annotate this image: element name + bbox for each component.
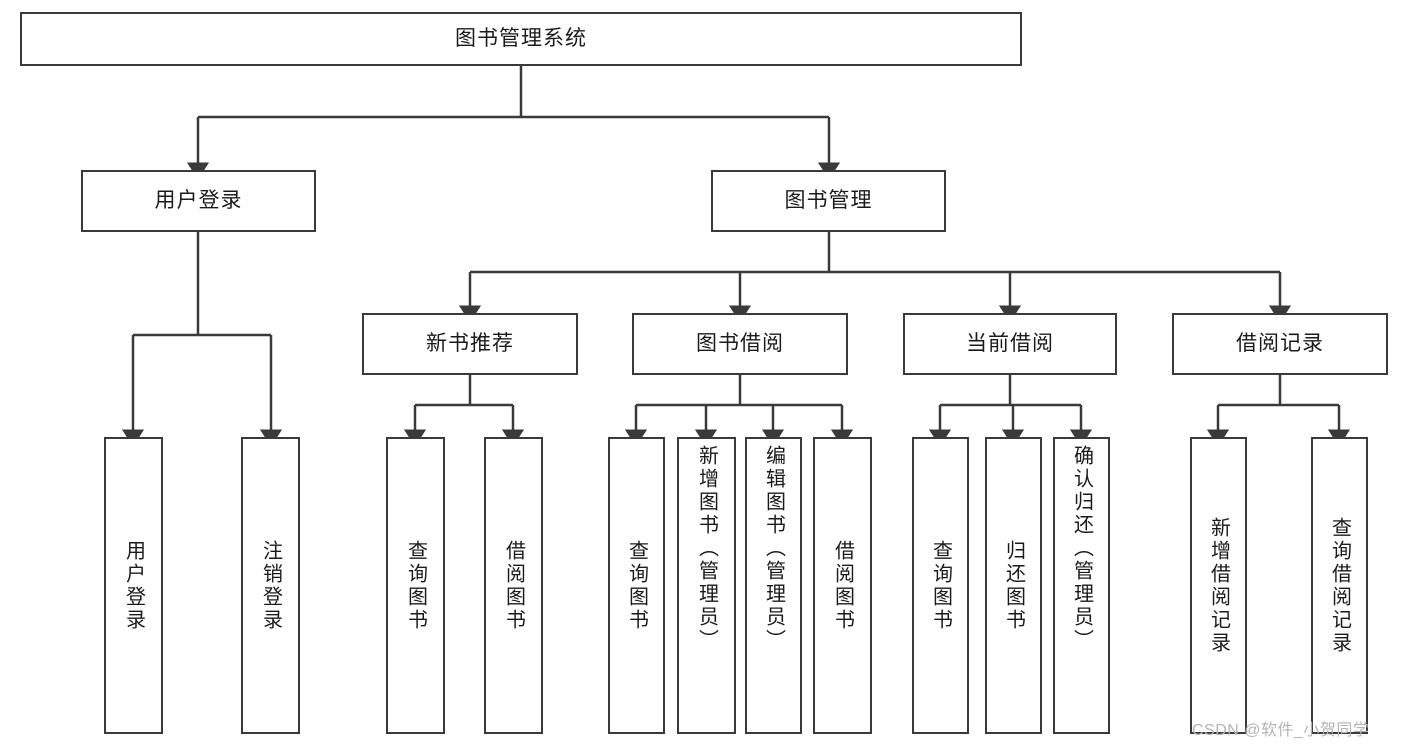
node-leaf-query-book-3[interactable]: 查询图书 bbox=[912, 437, 969, 734]
node-label: 图书借阅 bbox=[696, 331, 784, 355]
node-leaf-user-logout[interactable]: 注销登录 bbox=[241, 437, 300, 734]
node-book-manage[interactable]: 图书管理 bbox=[711, 170, 946, 232]
node-label: 当前借阅 bbox=[966, 331, 1054, 355]
node-label: 查询借阅记录 bbox=[1328, 516, 1351, 655]
node-leaf-borrow-book-2[interactable]: 借阅图书 bbox=[813, 437, 872, 734]
node-leaf-borrow-book-1[interactable]: 借阅图书 bbox=[484, 437, 543, 734]
node-label: 查询图书 bbox=[404, 539, 427, 632]
connector-lines bbox=[121, 66, 1351, 447]
node-leaf-query-book-1[interactable]: 查询图书 bbox=[386, 437, 445, 734]
node-leaf-add-borrow-record[interactable]: 新增借阅记录 bbox=[1190, 437, 1247, 734]
node-label: 确认归还（管理员） bbox=[1070, 445, 1093, 652]
node-root[interactable]: 图书管理系统 bbox=[20, 12, 1022, 66]
node-label: 借阅图书 bbox=[831, 539, 854, 632]
node-leaf-return-book[interactable]: 归还图书 bbox=[985, 437, 1042, 734]
node-label: 图书管理 bbox=[784, 188, 873, 212]
node-leaf-query-borrow-record[interactable]: 查询借阅记录 bbox=[1311, 437, 1368, 734]
node-label: 图书管理系统 bbox=[455, 26, 587, 50]
node-label: 用户登录 bbox=[122, 539, 145, 632]
csdn-watermark: CSDN @软件_小贺同学 bbox=[1192, 722, 1370, 739]
node-leaf-add-book[interactable]: 新增图书（管理员） bbox=[677, 437, 736, 734]
node-label: 用户登录 bbox=[154, 188, 243, 212]
node-borrow-record[interactable]: 借阅记录 bbox=[1172, 313, 1388, 375]
node-label: 新增借阅记录 bbox=[1207, 516, 1230, 655]
node-new-book-recommend[interactable]: 新书推荐 bbox=[362, 313, 578, 375]
node-label: 查询图书 bbox=[625, 539, 648, 632]
node-leaf-edit-book[interactable]: 编辑图书（管理员） bbox=[745, 437, 802, 734]
node-label: 借阅记录 bbox=[1236, 331, 1324, 355]
node-leaf-user-login[interactable]: 用户登录 bbox=[104, 437, 163, 734]
node-label: 注销登录 bbox=[259, 539, 282, 632]
node-label: 归还图书 bbox=[1002, 539, 1025, 632]
node-leaf-confirm-return[interactable]: 确认归还（管理员） bbox=[1053, 437, 1110, 734]
node-label: 新增图书（管理员） bbox=[695, 445, 718, 652]
node-label: 新书推荐 bbox=[426, 331, 514, 355]
node-label: 查询图书 bbox=[929, 539, 952, 632]
node-book-borrow[interactable]: 图书借阅 bbox=[632, 313, 848, 375]
node-user-login[interactable]: 用户登录 bbox=[81, 170, 316, 232]
node-label: 借阅图书 bbox=[502, 539, 525, 632]
node-current-borrow[interactable]: 当前借阅 bbox=[903, 313, 1117, 375]
node-leaf-query-book-2[interactable]: 查询图书 bbox=[608, 437, 665, 734]
node-label: 编辑图书（管理员） bbox=[762, 445, 785, 652]
